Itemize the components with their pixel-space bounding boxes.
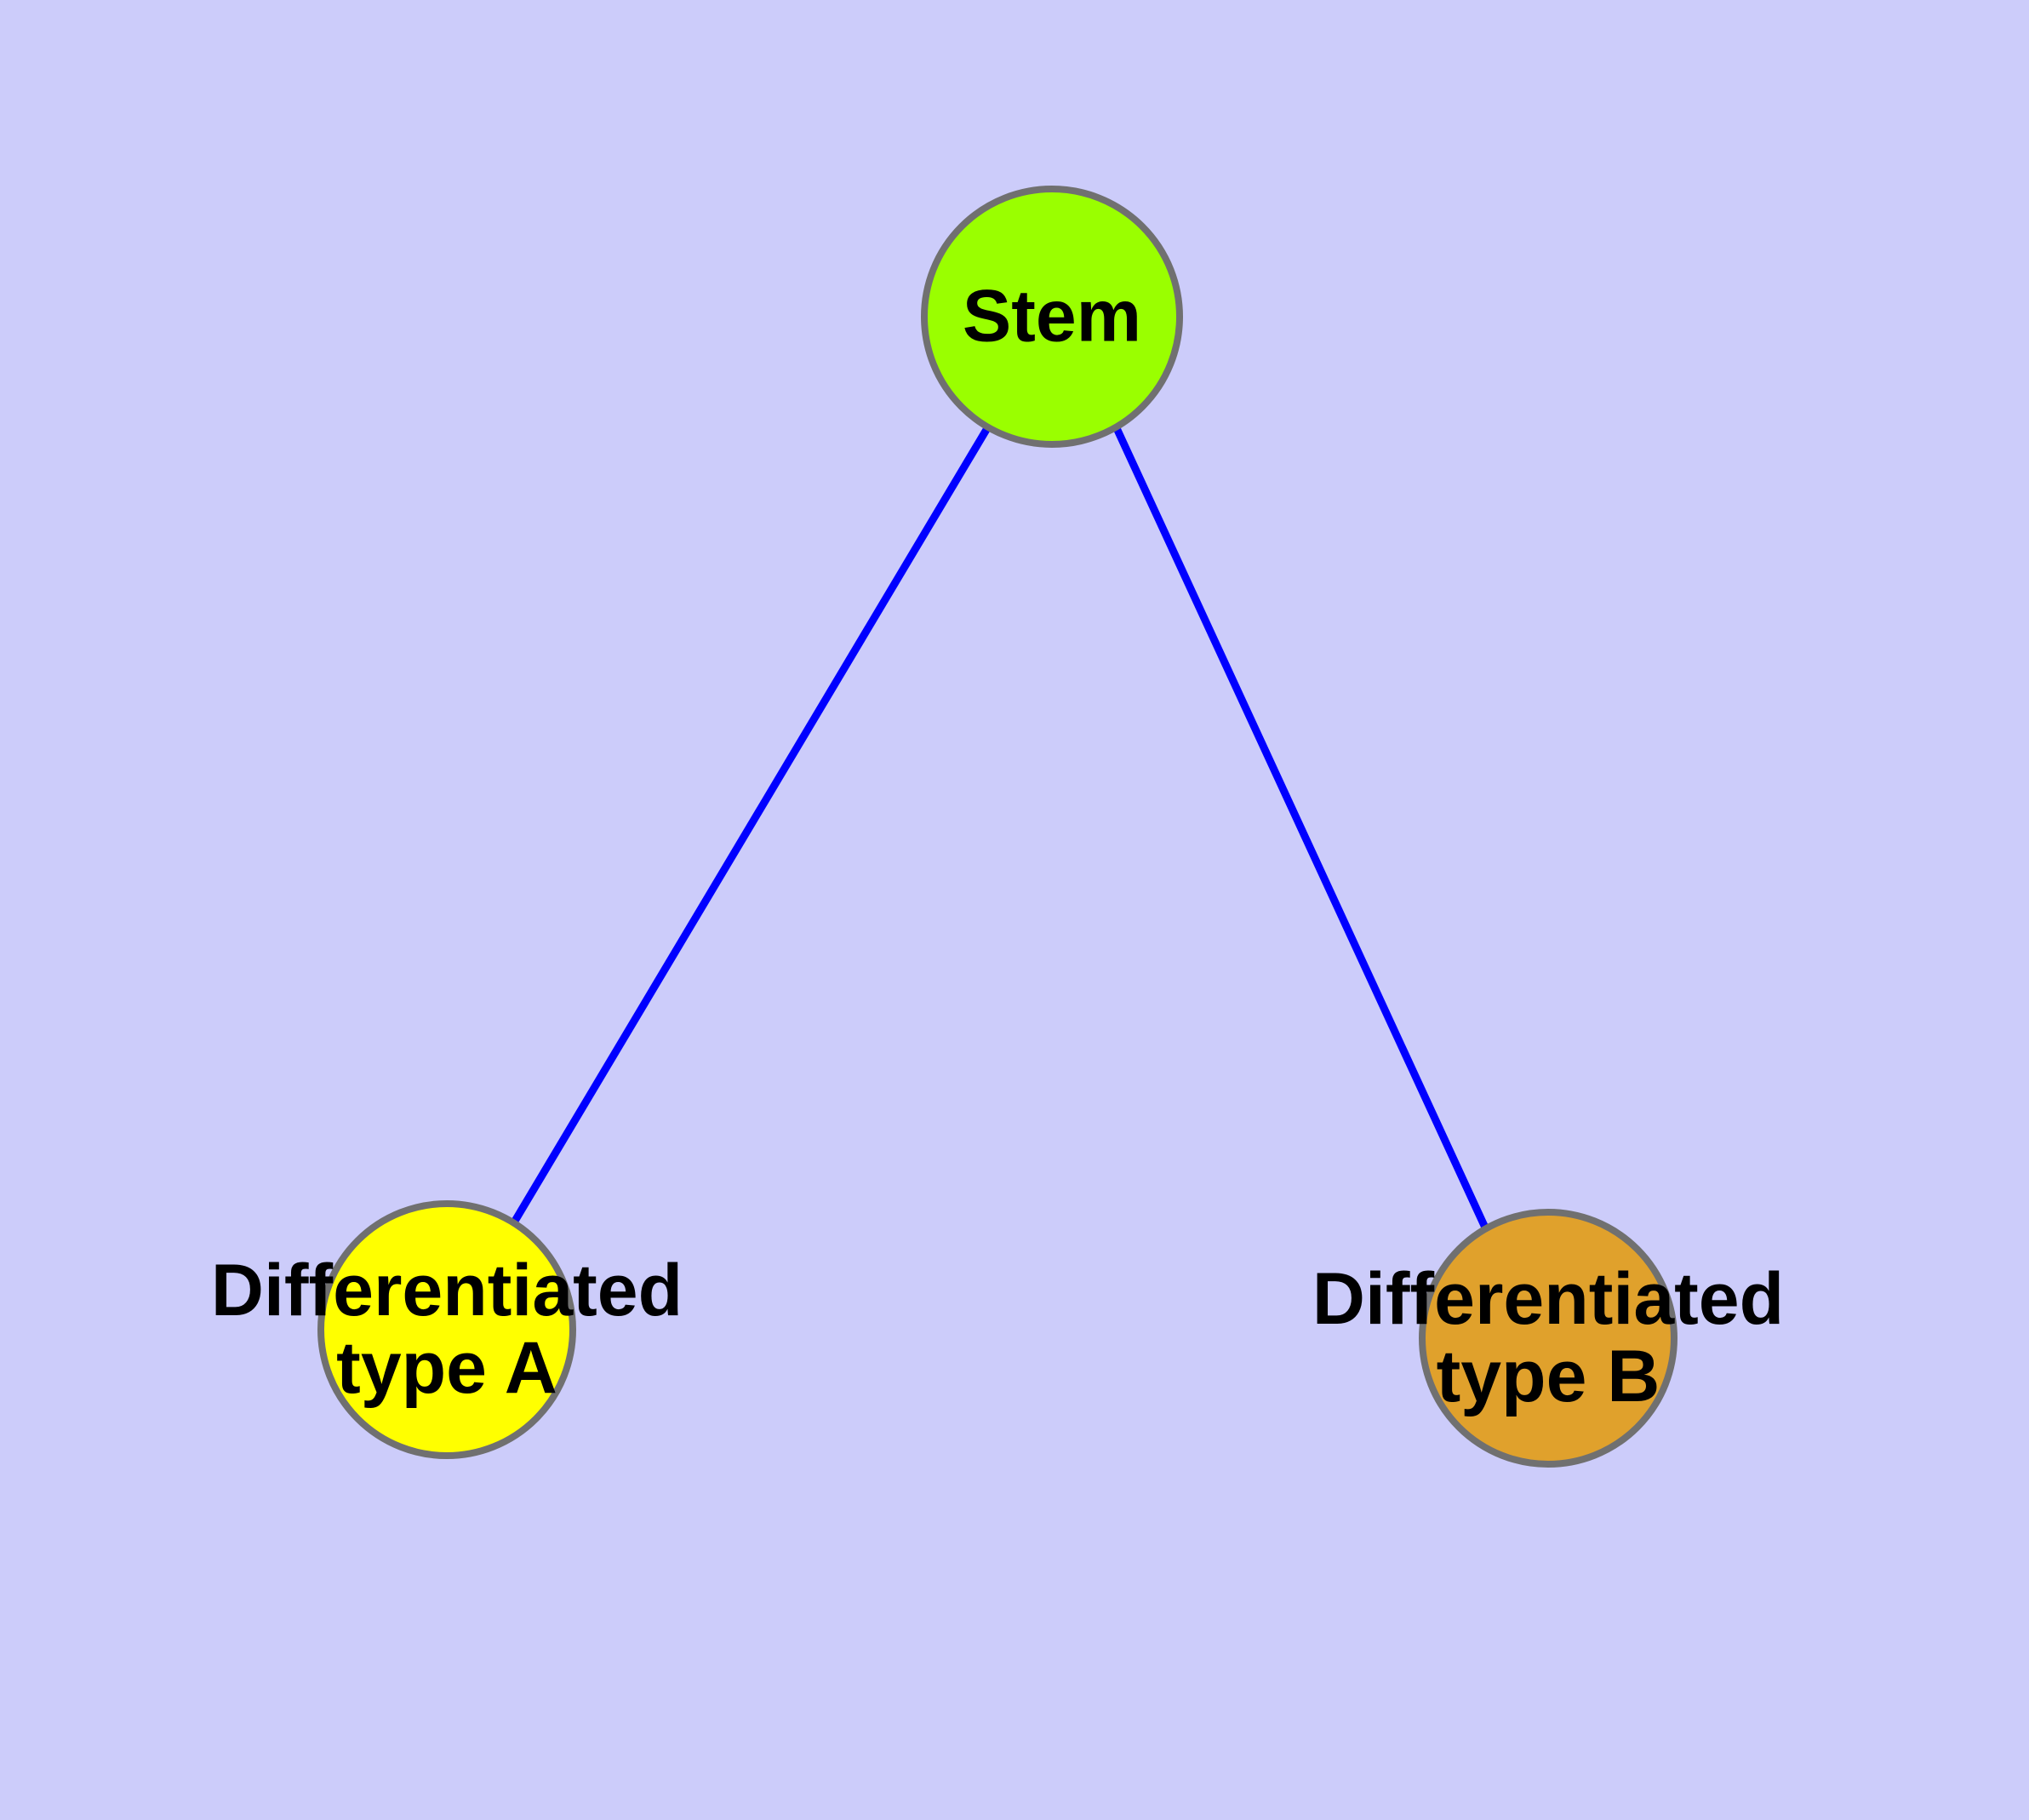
edge-stem-to-diff-a[interactable] <box>508 426 991 1229</box>
node-differentiated-type-b[interactable] <box>1419 1209 1677 1468</box>
edge-stem-to-diff-b[interactable] <box>1112 426 1489 1229</box>
node-stem[interactable] <box>921 186 1183 448</box>
node-differentiated-type-a[interactable] <box>317 1200 576 1459</box>
edge-layer <box>508 426 1489 1229</box>
node-layer <box>317 186 1677 1468</box>
